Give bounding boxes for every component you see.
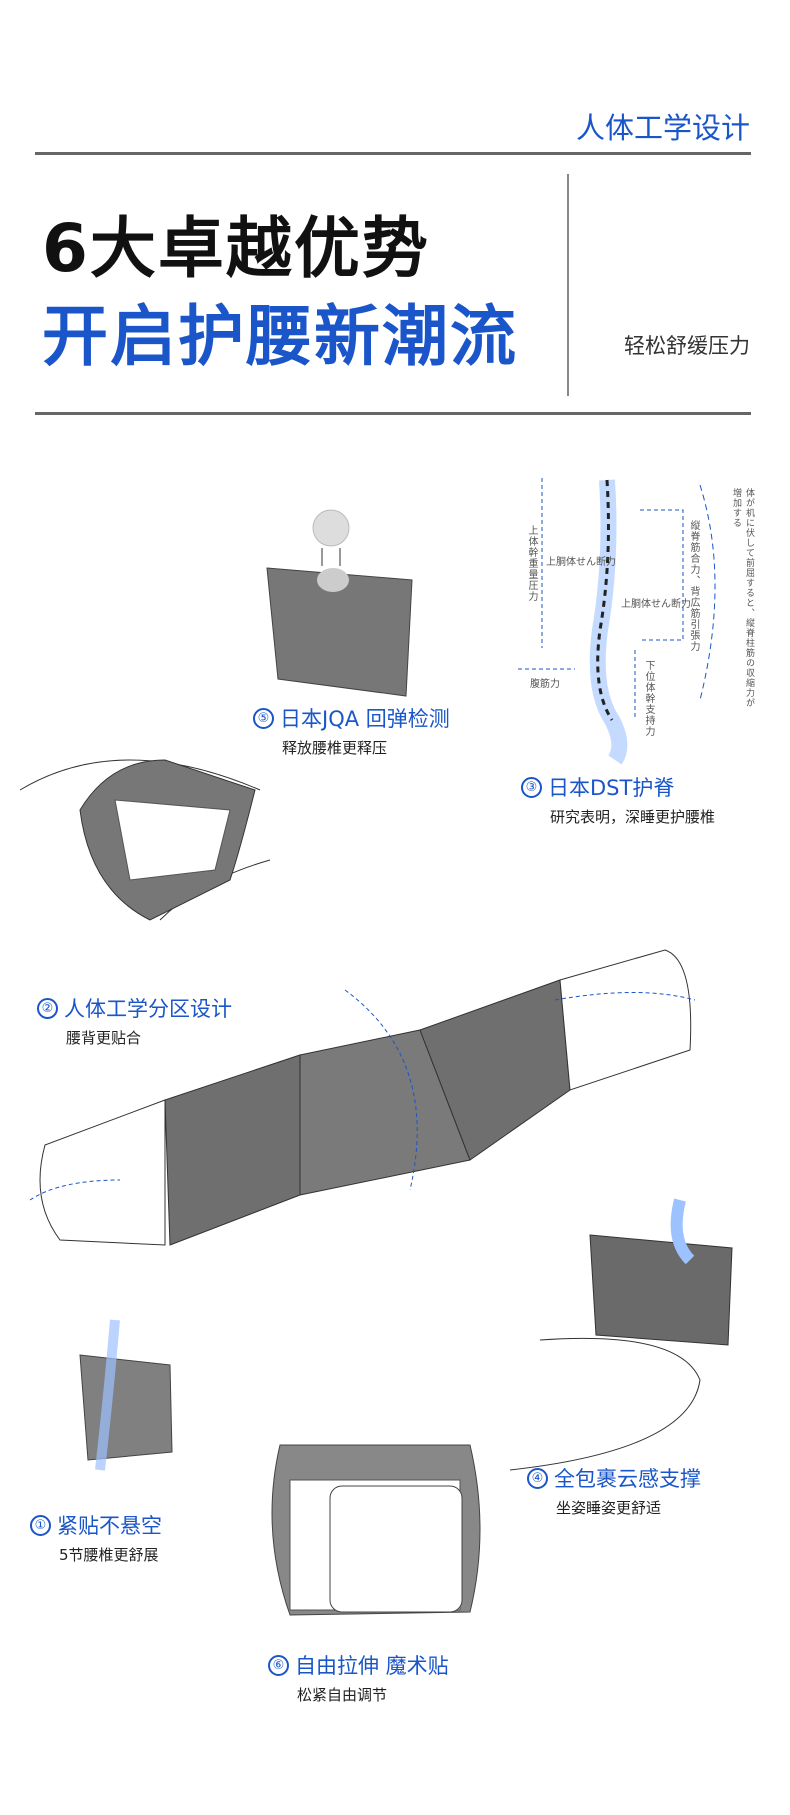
label-note: 体が机に伏して前屈すると、縦脊柱筋の収縮力が増加する <box>731 488 754 708</box>
feature-title: 日本JQA 回弹检测 <box>280 707 450 731</box>
feature-desc: 释放腰椎更释压 <box>282 739 388 757</box>
feature-title: 紧贴不悬空 <box>57 1514 162 1538</box>
main-belt-illustration <box>29 949 696 1246</box>
feature-4: ④ 全包裹云感支撑 坐姿睡姿更舒适 <box>527 1463 701 1518</box>
feature-desc: 松紧自由调节 <box>297 1686 388 1704</box>
feature-title: 人体工学分区设计 <box>64 997 232 1021</box>
page-title-accent: 开启护腰新潮流 <box>42 298 518 375</box>
feature-6: ⑥ 自由拉伸 魔术贴 松紧自由调节 <box>268 1650 449 1705</box>
feature-desc: 研究表明，深睡更护腰椎 <box>550 808 716 826</box>
page-subtitle: 轻松舒缓压力 <box>624 334 750 358</box>
label-muscle-force: 縦脊筋合力、背広筋引張力 <box>688 520 699 652</box>
vertical-divider <box>567 174 569 396</box>
number-badge: ① <box>30 1514 51 1536</box>
label-lower-support: 下位体幹支持力 <box>643 660 654 737</box>
feature-1: ① 紧贴不悬空 5节腰椎更舒展 <box>30 1510 162 1565</box>
feature-title: 日本DST护脊 <box>548 776 675 800</box>
pillow-illustration <box>266 509 413 697</box>
feature-5: ⑤ 日本JQA 回弹检测 释放腰椎更释压 <box>253 703 450 758</box>
feature-desc: 腰背更贴合 <box>66 1029 142 1047</box>
feature-2: ② 人体工学分区设计 腰背更贴合 <box>37 993 232 1048</box>
waist-wrap-illustration <box>509 1198 733 1471</box>
arm-wrap-illustration <box>19 759 271 921</box>
label-abdominal: 腹筋力 <box>530 679 560 690</box>
label-upper-shear: 上胴体せん断力 <box>546 557 616 568</box>
number-badge: ③ <box>521 776 542 798</box>
feature-title: 全包裹云感支撑 <box>554 1467 701 1491</box>
divider-bottom <box>35 412 751 415</box>
page-title: 6大卓越优势 <box>42 210 430 287</box>
number-badge: ② <box>37 997 58 1019</box>
label-upper-shear-2: 上胴体せん断力 <box>621 599 691 610</box>
feature-3: ③ 日本DST护脊 研究表明，深睡更护腰椎 <box>521 772 715 827</box>
feature-title: 自由拉伸 魔术贴 <box>295 1654 449 1678</box>
velcro-belt-illustration <box>271 1444 481 1616</box>
spine-diagram <box>518 478 716 765</box>
label-upper-trunk-weight: 上体幹重量圧力 <box>526 525 537 602</box>
number-badge: ④ <box>527 1467 548 1489</box>
spine-pad-illustration <box>79 1319 173 1471</box>
header-tag: 人体工学设计 <box>575 111 750 145</box>
divider-top <box>35 152 751 155</box>
feature-desc: 5节腰椎更舒展 <box>59 1546 159 1564</box>
number-badge: ⑥ <box>268 1654 289 1676</box>
number-badge: ⑤ <box>253 707 274 729</box>
feature-desc: 坐姿睡姿更舒适 <box>556 1499 662 1517</box>
